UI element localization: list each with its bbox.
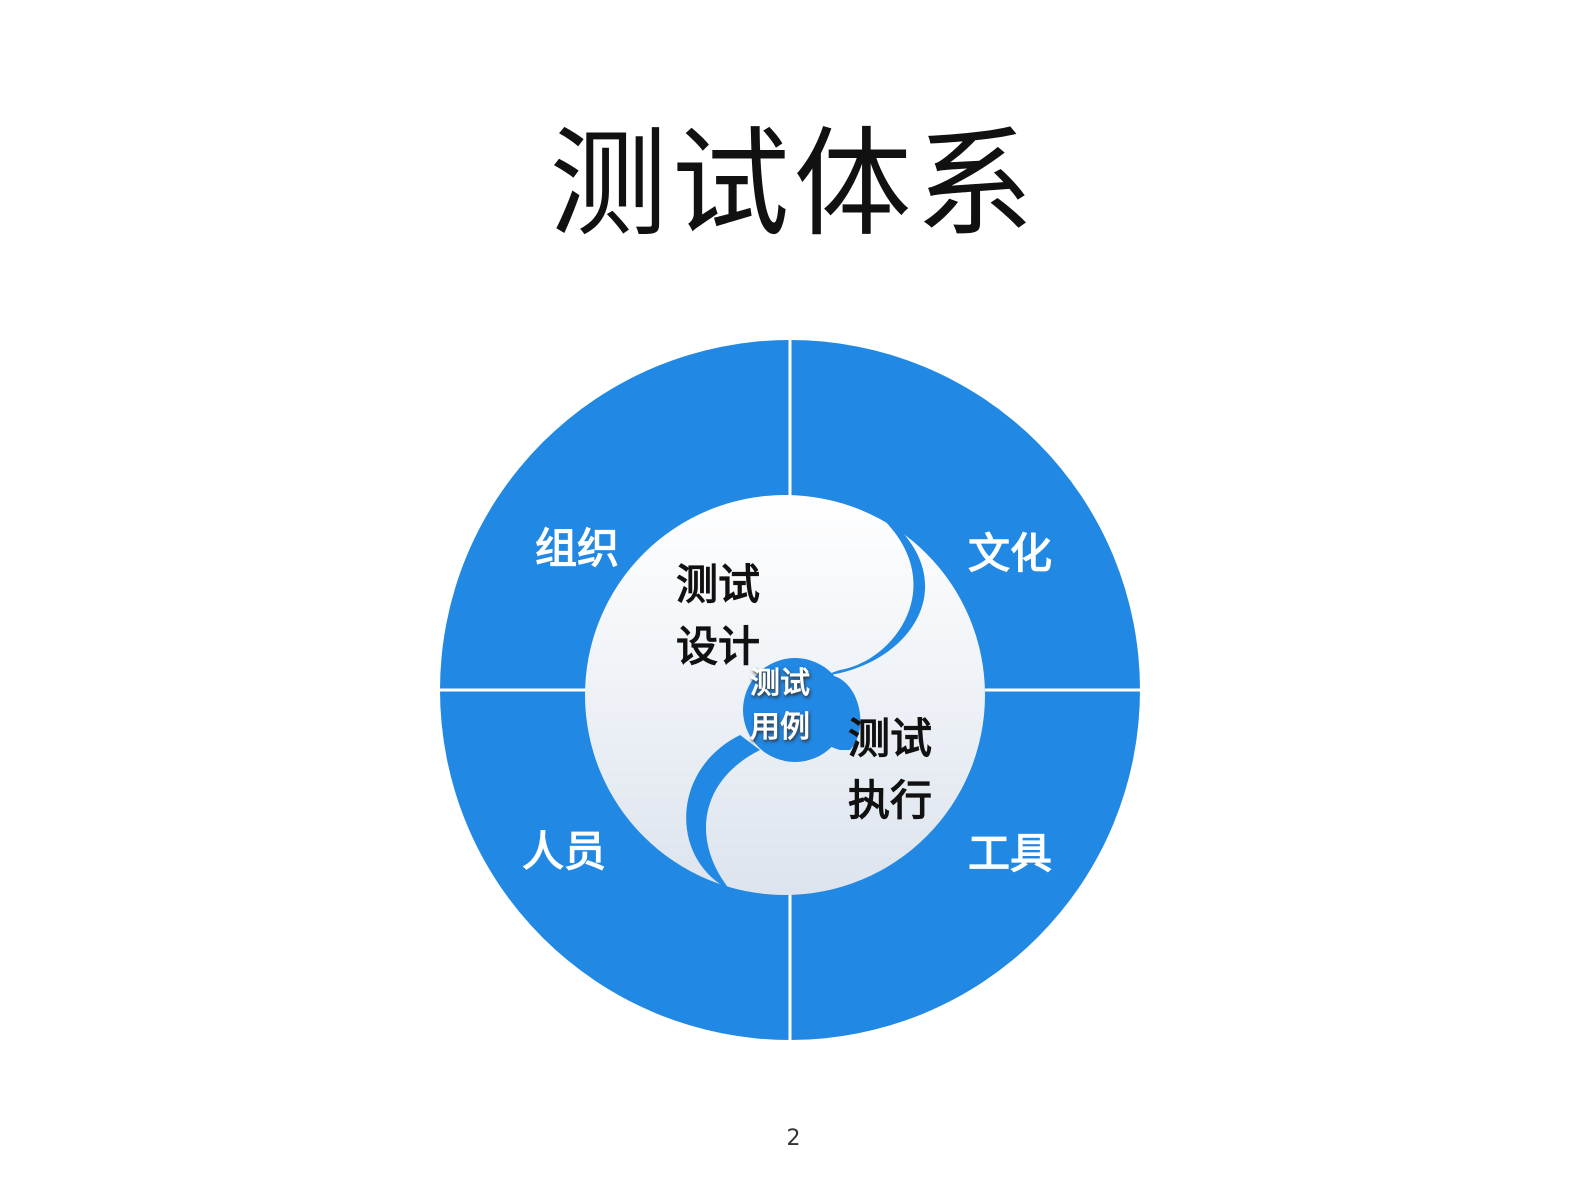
label-tools: 工具 <box>968 829 1053 878</box>
page-number: 2 <box>786 1126 801 1151</box>
label-people: 人员 <box>522 827 607 876</box>
label-test-design: 测试 设计 <box>676 560 761 671</box>
test-system-diagram: 组织 文化 人员 工具 测试 设计 测试 执行 测试 用例 <box>440 340 1140 1040</box>
label-test-execution: 测试 执行 <box>848 714 933 825</box>
label-culture: 文化 <box>968 529 1053 578</box>
label-organization: 组织 <box>535 524 620 573</box>
label-test-cases: 测试 用例 <box>750 666 810 745</box>
slide-title: 测试体系 <box>549 115 1038 253</box>
yin-yang-ring-graphic <box>440 340 1140 1040</box>
